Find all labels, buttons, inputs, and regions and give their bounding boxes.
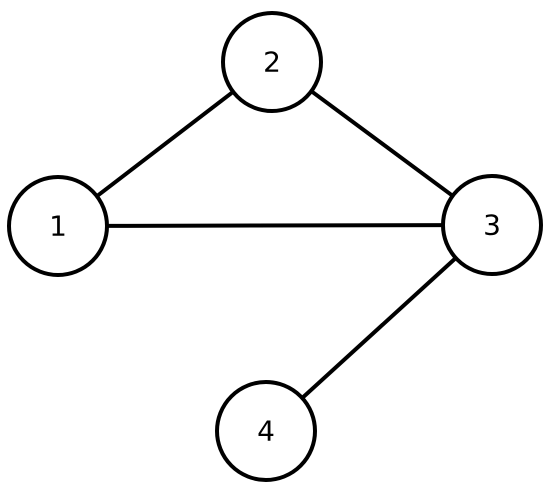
node-circle-1 [7, 175, 109, 277]
node-3: 3 [441, 174, 543, 276]
node-circle-4 [215, 380, 317, 482]
node-4: 4 [215, 380, 317, 482]
nodes-layer: 1 2 3 4 [7, 11, 543, 482]
edges-layer [95, 89, 458, 400]
node-1: 1 [7, 175, 109, 277]
node-2: 2 [221, 11, 323, 113]
node-circle-2 [221, 11, 323, 113]
edge-3-4 [300, 256, 458, 400]
edge-1-3 [106, 223, 444, 228]
edge-2-3 [310, 89, 454, 198]
node-label-1: 1 [49, 210, 67, 243]
node-label-2: 2 [263, 46, 281, 79]
node-label-4: 4 [257, 415, 275, 448]
node-circle-3 [441, 174, 543, 276]
node-label-3: 3 [483, 209, 501, 242]
edge-1-2 [95, 90, 235, 198]
